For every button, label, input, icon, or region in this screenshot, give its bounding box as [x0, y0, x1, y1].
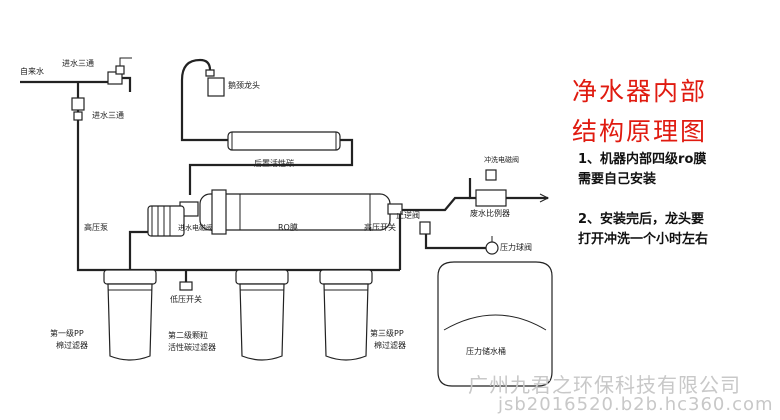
diagram-title-line2: 结构原理图 — [572, 117, 708, 146]
booster-pump — [147, 205, 185, 237]
note1-line1: 1、机器内部四级ro膜 — [578, 152, 707, 167]
watermark-company: 广州九君之环保科技有限公司 — [468, 373, 741, 397]
label-inlet-tee-top: 进水三通 — [62, 58, 94, 68]
low-pressure-switch — [179, 270, 193, 291]
diagram-title-line1: 净水器内部 — [572, 77, 708, 106]
note2-line1: 2、安装完后，龙头要 — [578, 212, 705, 227]
pipe-to-pump — [128, 230, 160, 270]
filter-housing-stage1 — [103, 269, 157, 361]
label-inlet-solenoid: 进水电磁阀 — [178, 223, 213, 232]
label-inlet-tee: 进水三通 — [92, 110, 124, 120]
label-pressure-ball-valve: 压力球阀 — [500, 242, 532, 252]
label-stage3: 第三级PP — [370, 328, 404, 338]
label-ro-membrane: RO膜 — [278, 222, 298, 232]
filter-housing-stage2 — [235, 269, 289, 361]
post-carbon-filter — [227, 131, 341, 151]
pressure-tank — [437, 261, 553, 387]
note1-line2: 需要自己安装 — [578, 172, 657, 187]
label-stage1-b: 棉过滤器 — [56, 340, 88, 350]
gooseneck-faucet-icon — [180, 58, 225, 100]
inlet-tee-valve — [71, 57, 132, 121]
label-low-pressure-switch: 低压开关 — [170, 294, 202, 304]
check-valve — [387, 203, 431, 235]
label-pressure-tank: 压力储水桶 — [466, 346, 506, 356]
note2-line2: 打开冲洗一个小时左右 — [578, 232, 709, 247]
label-tap-water: 自来水 — [20, 66, 44, 76]
label-waste-ratio-valve: 废水比例器 — [470, 208, 510, 218]
pressure-ball-valve — [485, 236, 499, 255]
label-high-pressure-switch: 高压开关 — [364, 222, 396, 232]
label-stage3-b: 棉过滤器 — [374, 340, 406, 350]
diagram-labels: 自来水 进水三通 进水三通 鹅颈龙头 后置活性碳 冲洗电磁阀 止逆阀 高压开关 … — [20, 58, 532, 356]
watermark-url: jsb2016520.b2b.hc360.com — [498, 394, 774, 415]
label-post-carbon: 后置活性碳 — [254, 158, 294, 168]
ro-membrane-housing — [179, 189, 391, 235]
label-stage2-b: 活性碳过滤器 — [168, 342, 216, 352]
label-booster-pump: 高压泵 — [84, 222, 108, 232]
waste-ratio-valve — [475, 169, 550, 207]
label-check-valve: 止逆阀 — [396, 210, 420, 220]
label-flow-valve-top: 冲洗电磁阀 — [484, 155, 519, 164]
label-stage1: 第一级PP — [50, 328, 84, 338]
label-gooseneck-faucet: 鹅颈龙头 — [228, 80, 260, 90]
label-stage2: 第二级颗粒 — [168, 330, 208, 340]
tank-pipe — [424, 232, 488, 250]
feed-pipe-to-filters — [76, 82, 400, 272]
filter-housing-stage3 — [319, 269, 373, 361]
waste-bypass-pipe — [468, 178, 548, 200]
post-carbon-return-pipe — [188, 138, 354, 195]
waste-pipe — [400, 196, 470, 212]
faucet-feed-pipe — [180, 100, 228, 142]
